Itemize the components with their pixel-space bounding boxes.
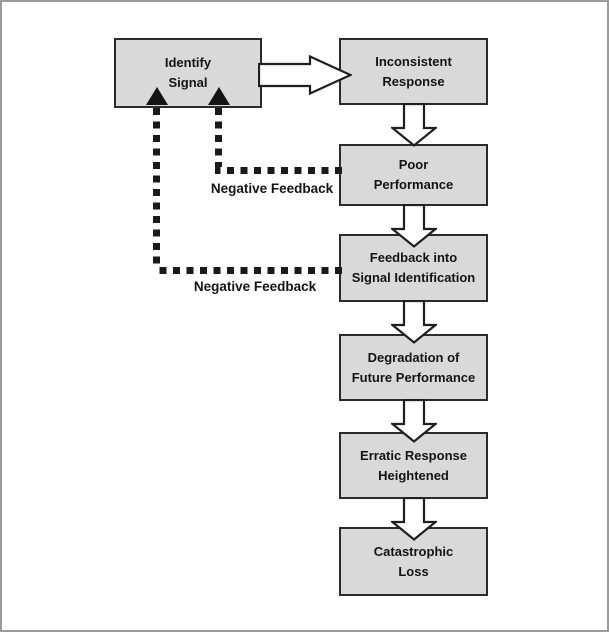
block-arrow-down-icon xyxy=(391,103,437,147)
node-label-line: Identify xyxy=(164,55,212,70)
block-arrow-down-icon xyxy=(391,497,437,541)
block-arrow-down-icon xyxy=(391,204,437,248)
feedback-line-1-vertical xyxy=(215,108,222,167)
node-label-line: Response xyxy=(382,73,445,89)
node-label-line: Poor xyxy=(398,157,429,172)
node-erratic-response-heightened: Erratic Response Heightened xyxy=(339,432,488,499)
node-label-line: Future Performance xyxy=(351,369,476,385)
node-poor-performance: Poor Performance xyxy=(339,144,488,206)
node-label-line: Signal Identification xyxy=(351,270,476,285)
feedback-line-1-horizontal xyxy=(215,167,342,174)
block-arrow-down-icon xyxy=(391,300,437,344)
node-label-line: Performance xyxy=(373,177,454,192)
feedback-line-2-vertical xyxy=(153,108,160,267)
node-label-line: Loss xyxy=(398,563,429,579)
feedback-arrowhead-up-icon xyxy=(146,87,168,105)
node-label-line: Feedback into xyxy=(369,250,458,265)
node-label-line: Catastrophic xyxy=(373,543,454,559)
node-label-line: Signal xyxy=(168,75,208,90)
node-identify-signal: Identify Signal xyxy=(114,38,262,108)
block-arrow-right-icon xyxy=(258,55,352,95)
node-label-line: Degradation of xyxy=(367,349,460,365)
node-label-line: Erratic Response xyxy=(360,447,467,463)
node-label-line: Inconsistent xyxy=(375,53,452,69)
node-label-line: Heightened xyxy=(378,467,449,483)
feedback-arrowhead-up-icon xyxy=(208,87,230,105)
negative-feedback-label-2: Negative Feedback xyxy=(193,279,317,294)
node-inconsistent-response: Inconsistent Response xyxy=(339,38,488,105)
node-degradation-of-future-performance: Degradation of Future Performance xyxy=(339,334,488,401)
feedback-line-2-horizontal xyxy=(153,267,342,274)
block-arrow-down-icon xyxy=(391,399,437,443)
negative-feedback-label-1: Negative Feedback xyxy=(210,181,334,196)
